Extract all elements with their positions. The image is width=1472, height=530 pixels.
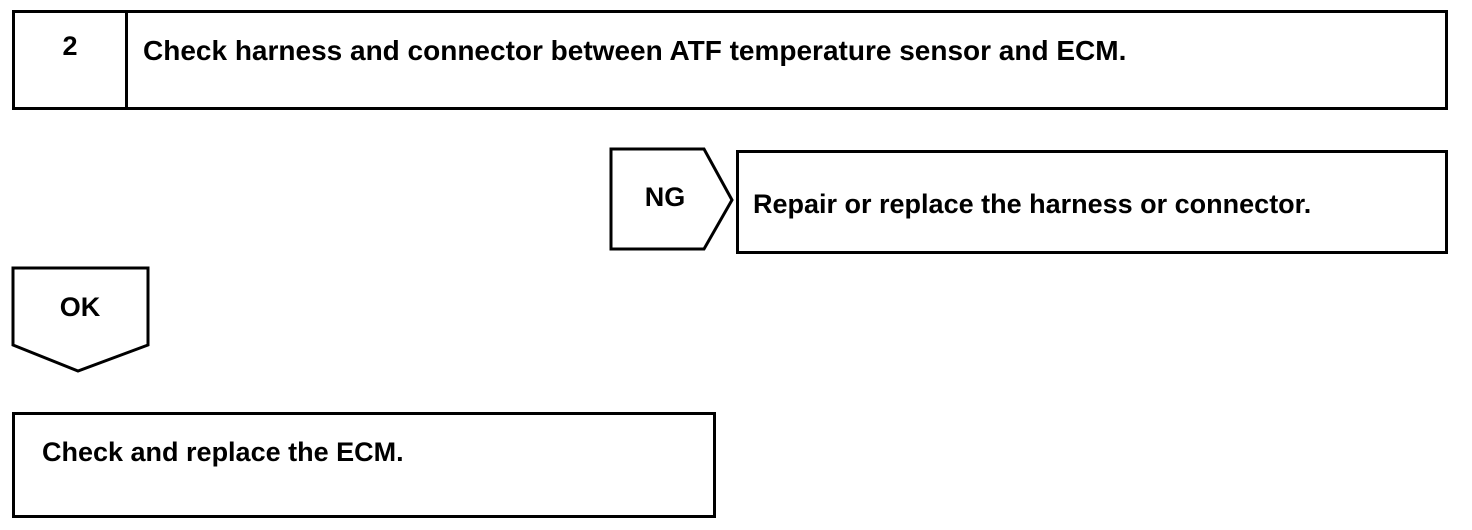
ok-arrow-shape	[11, 266, 150, 373]
step-title: Check harness and connector between ATF …	[143, 35, 1127, 66]
step-header-box: 2 Check harness and connector between AT…	[12, 10, 1448, 110]
ok-action-box: Check and replace the ECM.	[12, 412, 716, 518]
ng-action-text: Repair or replace the harness or connect…	[753, 189, 1312, 219]
step-number-cell: 2	[15, 13, 128, 107]
step-number: 2	[62, 31, 78, 61]
ok-action-text: Check and replace the ECM.	[42, 437, 404, 467]
ng-action-box: Repair or replace the harness or connect…	[736, 150, 1448, 254]
ng-arrow-shape	[609, 147, 734, 251]
ng-label: NG	[644, 182, 686, 212]
ok-label: OK	[59, 292, 101, 322]
